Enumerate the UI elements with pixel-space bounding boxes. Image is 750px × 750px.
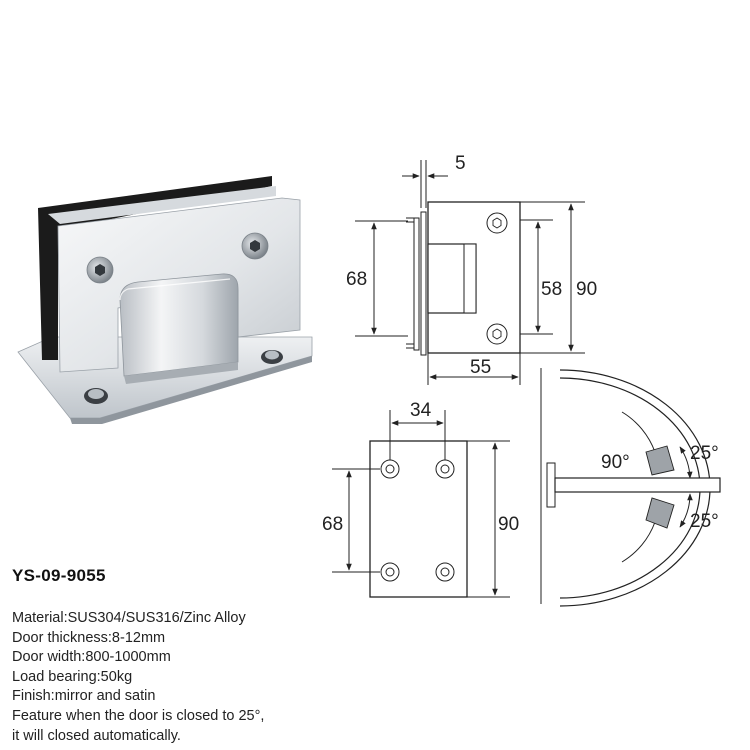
spec-list: Material:SUS304/SUS316/Zinc Alloy Door t… xyxy=(12,609,264,746)
angle-lower-label: 25° xyxy=(690,511,719,532)
spec-door-width: Door width:800-1000mm xyxy=(12,649,171,666)
side-dim-left: 68 xyxy=(346,269,367,290)
front-screw-tr xyxy=(435,459,455,479)
spec-feature-line2: it will closed automatically. xyxy=(12,727,181,744)
front-dim-right: 90 xyxy=(498,514,519,535)
side-screw-bottom xyxy=(486,323,508,345)
side-dim-right-outer: 90 xyxy=(576,279,597,300)
door-panel xyxy=(554,477,721,493)
angle-main-label: 90° xyxy=(601,452,630,473)
front-dim-left: 68 xyxy=(322,514,343,535)
side-dim-bottom: 55 xyxy=(470,357,491,378)
base-screw-left xyxy=(84,388,108,404)
front-view: 34 68 90 xyxy=(322,400,519,598)
base-screw-right xyxy=(261,350,283,364)
side-dim-top: 5 xyxy=(455,153,466,174)
plate-screw-left xyxy=(86,256,114,284)
angle-upper-label: 25° xyxy=(690,443,719,464)
plate-screw-right xyxy=(241,232,269,260)
side-view: 5 68 58 90 55 xyxy=(346,153,597,385)
side-dim-right-inner: 58 xyxy=(541,279,562,300)
front-screw-tl xyxy=(380,459,400,479)
spec-finish: Finish:mirror and satin xyxy=(12,688,156,705)
angle-view: 90° 25° 25° xyxy=(540,368,721,607)
model-number: YS-09-9055 xyxy=(12,566,106,585)
spec-feature-line1: Feature when the door is closed to 25°, xyxy=(12,707,265,724)
spec-door-thickness: Door thickness:8-12mm xyxy=(12,629,166,646)
hinge-photo xyxy=(17,176,313,424)
spec-load-bearing: Load bearing:50kg xyxy=(12,668,133,685)
front-screw-bl xyxy=(380,562,400,582)
side-screw-top xyxy=(486,212,508,234)
spec-material: Material:SUS304/SUS316/Zinc Alloy xyxy=(12,610,246,626)
front-dim-top: 34 xyxy=(410,400,432,421)
front-screw-br xyxy=(435,562,455,582)
